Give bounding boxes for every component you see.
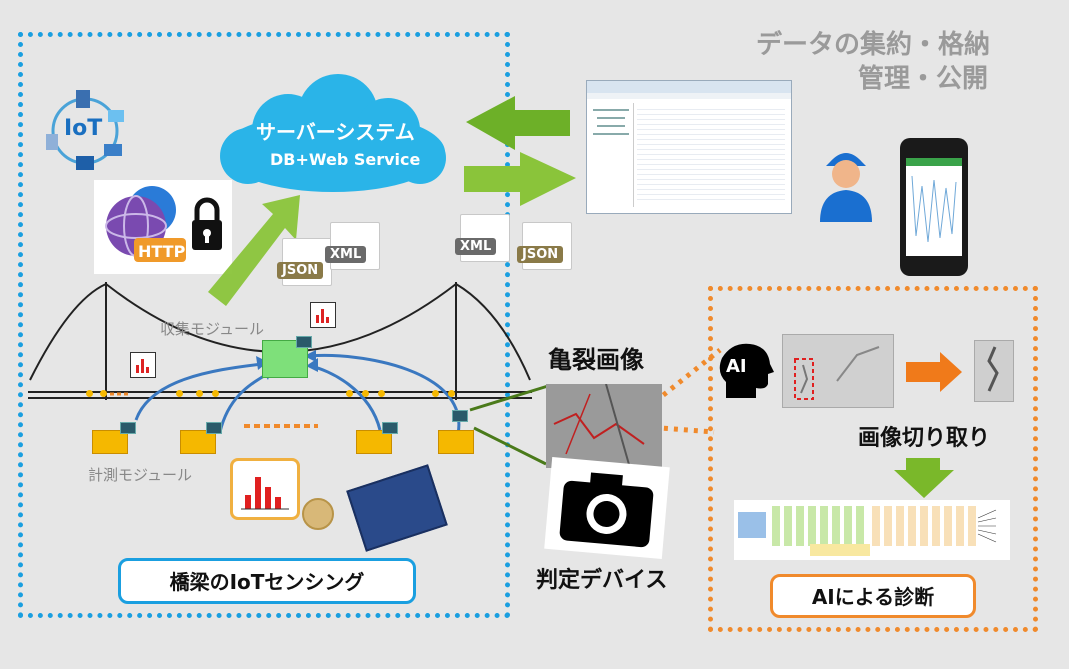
ai-diagnosis-panel: [708, 286, 1038, 632]
collect-module-box: [262, 340, 308, 378]
sensor-node: [346, 390, 353, 397]
chart-icon: [310, 302, 336, 328]
sensor-node: [448, 390, 455, 397]
sensor-node: [196, 390, 203, 397]
iot-icon: IoT: [40, 86, 130, 176]
measure-chip-3: [382, 422, 398, 434]
user-icon: [816, 142, 876, 222]
arrow-right: [464, 152, 576, 206]
collect-module-label: 収集モジュール: [160, 320, 264, 338]
measure-chip-4: [452, 410, 468, 422]
sensor-node: [378, 390, 385, 397]
smartphone-icon: [900, 138, 968, 276]
ai-diagnosis-label: AIによる診断: [770, 574, 976, 618]
iot-label: IoT: [64, 116, 103, 141]
web-browser-screenshot: [586, 80, 792, 214]
json-file-icon: JSON: [277, 238, 332, 286]
judge-device-label: 判定デバイス: [536, 568, 668, 593]
sensor-node: [432, 390, 439, 397]
cloud-icon: サーバーシステム DB+Web Service: [208, 72, 458, 198]
measure-chip-2: [206, 422, 222, 434]
xml-file-icon-2: XML: [455, 214, 510, 262]
http-label: HTTP: [138, 242, 186, 261]
measure-module-label: 計測モジュール: [88, 466, 192, 484]
measure-module-1: [92, 430, 128, 454]
globe-icon: [105, 186, 222, 262]
crop-down-arrow: [894, 458, 954, 498]
json-file-icon-2: JSON: [517, 222, 572, 270]
iot-sensing-panel: [18, 32, 510, 618]
cloud-subtitle: DB+Web Service: [270, 150, 421, 169]
cropped-crack-image: [974, 340, 1014, 402]
measure-chip-1: [120, 422, 136, 434]
title-line2: 管理・公開: [858, 64, 989, 94]
camera-icon: [544, 457, 670, 559]
cloud-title: サーバーシステム: [256, 120, 415, 144]
piezo-sensor: [302, 498, 334, 530]
sensor-node: [176, 390, 183, 397]
upload-arrow: [208, 195, 300, 306]
ai-head-icon: AI: [716, 342, 774, 404]
sensor-node: [86, 390, 93, 397]
ai-input-image: [782, 334, 894, 408]
crack-image-label: 亀裂画像: [548, 346, 644, 374]
xml-file-icon: XML: [325, 222, 380, 270]
measure-module-3: [356, 430, 392, 454]
ai-output-arrow: [906, 352, 962, 392]
crop-label: 画像切り取り: [858, 426, 991, 451]
arrow-left: [466, 96, 570, 150]
ai-badge: AI: [726, 356, 747, 377]
sensor-node: [362, 390, 369, 397]
measure-module-2: [180, 430, 216, 454]
crack-image: [546, 383, 662, 469]
chart-callout: [230, 458, 300, 520]
collect-module-chip: [296, 336, 312, 348]
http-secure-icon: HTTP: [94, 180, 232, 274]
chart-icon-2: [130, 352, 156, 378]
sensor-node: [100, 390, 107, 397]
title-line1: データの集約・格納: [756, 30, 991, 60]
sensor-node: [212, 390, 219, 397]
measure-module-4: [438, 430, 474, 454]
cnn-architecture-diagram: [734, 500, 1010, 560]
iot-sensing-label: 橋梁のIoTセンシング: [118, 558, 416, 604]
